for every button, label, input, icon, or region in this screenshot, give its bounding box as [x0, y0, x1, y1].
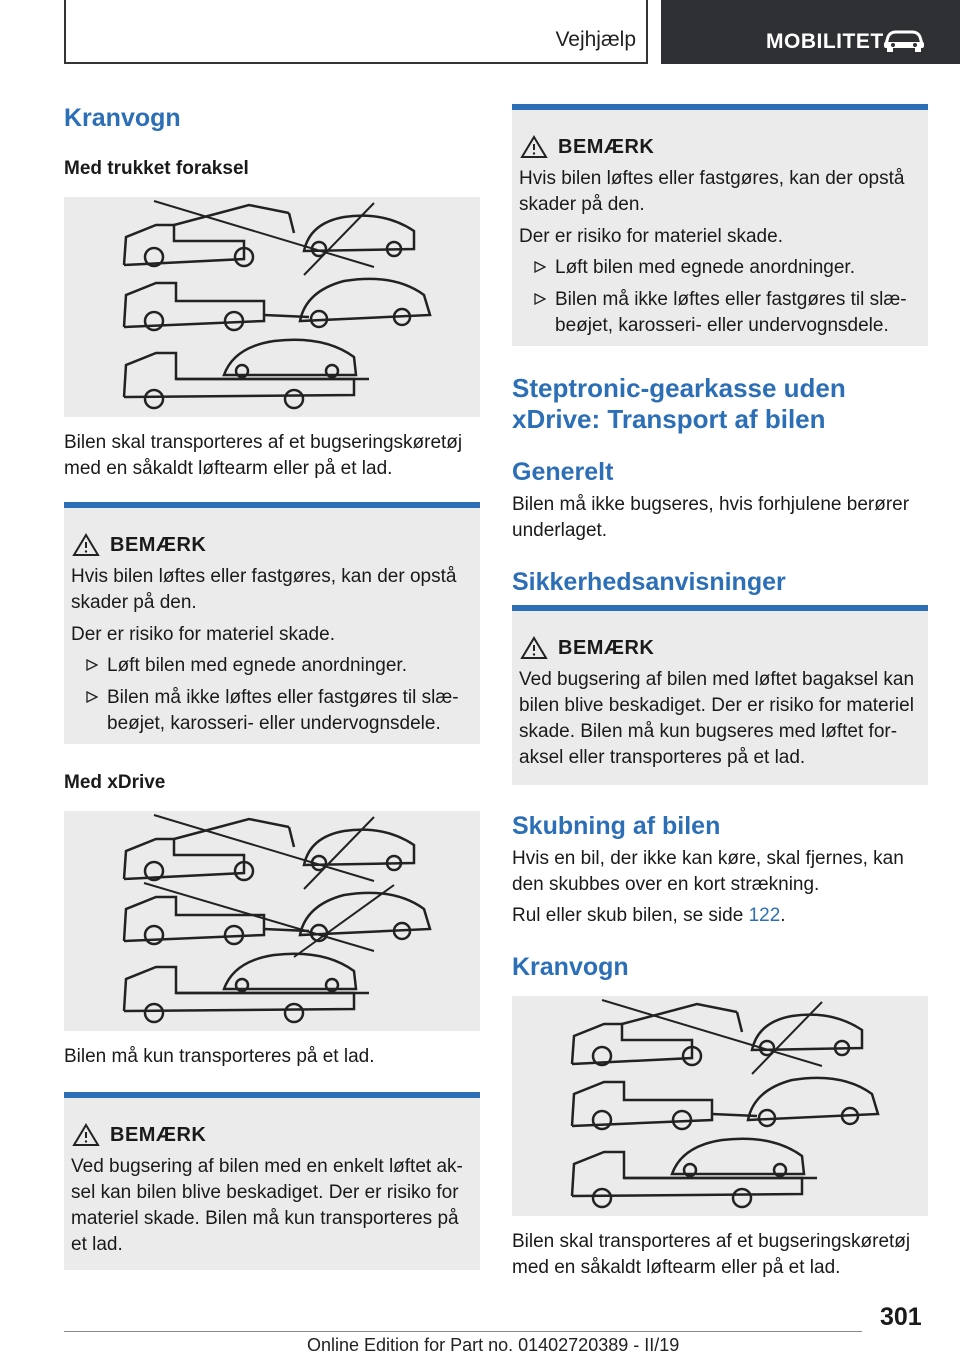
warning-text-risk: Der er risiko for materiel skade.: [519, 226, 783, 247]
right-heading-skubning: Skubning af bilen: [512, 812, 721, 840]
right-warning-box-1: BEMÆRK Hvis bilen løftes eller fastgøres…: [512, 104, 928, 346]
warning-text: Ved bugsering af bilen med en enkelt løf…: [71, 1156, 463, 1255]
tow-illustration: [122, 200, 432, 410]
left-warning-box-1: BEMÆRK Hvis bilen løftes eller fastgøres…: [64, 502, 480, 744]
warning-title: BEMÆRK: [110, 534, 207, 556]
right-text-skubning: Hvis en bil, der ikke kan køre, skal fje…: [512, 848, 904, 895]
right-heading-steptronic: Steptronic-gearkasse uden xDrive: Transp…: [512, 373, 846, 434]
footer-edition: Online Edition for Part no. 01402720389 …: [307, 1335, 680, 1355]
header-divider-right: [646, 0, 648, 64]
left-subheading-xdrive: Med xDrive: [64, 772, 166, 793]
warning-text: Hvis bilen løftes eller fastgøres, kan d…: [519, 168, 905, 215]
warning-text-risk: Der er risiko for materiel skade.: [71, 624, 335, 645]
warning-text: Hvis bilen løftes eller fastgøres, kan d…: [71, 566, 457, 613]
figure-tow-options-3: [512, 996, 928, 1216]
warning-icon: [520, 636, 548, 659]
left-heading-kranvogn: Kranvogn: [64, 104, 181, 132]
left-warning-box-2: BEMÆRK Ved bugsering af bilen med en enk…: [64, 1092, 480, 1270]
page-number: 301: [880, 1303, 922, 1331]
warning-title: BEMÆRK: [558, 136, 655, 158]
warning-title: BEMÆRK: [558, 637, 655, 659]
warning-icon: [520, 135, 548, 158]
right-warning-box-2: BEMÆRK Ved bugsering af bilen med løftet…: [512, 605, 928, 785]
header-rule: [64, 62, 648, 64]
figure-tow-options-2: [64, 811, 480, 1031]
left-caption-1: Bilen skal transporteres af et bugsering…: [64, 432, 463, 479]
header-section-title: Vejhjælp: [555, 28, 636, 51]
left-subheading-foraksel: Med trukket foraksel: [64, 158, 249, 179]
warning-icon: [72, 533, 100, 556]
right-heading-kranvogn: Kranvogn: [512, 953, 629, 981]
header-tab-label: MOBILITET: [766, 30, 884, 53]
bullet-triangle-icon: [86, 659, 98, 671]
bullet-triangle-icon: [534, 293, 546, 305]
bullet-triangle-icon: [86, 691, 98, 703]
warning-text: Ved bugsering af bilen med løftet bagaks…: [519, 669, 915, 768]
right-heading-generelt: Generelt: [512, 458, 614, 486]
right-text-generelt: Bilen må ikke bugseres, hvis forhjulene …: [512, 494, 910, 541]
page-link-122[interactable]: 122: [748, 905, 781, 926]
header-divider-left: [64, 0, 66, 64]
right-text-roll-reference: Rul eller skub bilen, se side 122.: [512, 905, 786, 926]
right-caption: Bilen skal transporteres af et bugsering…: [512, 1231, 911, 1278]
tow-illustration: [570, 999, 880, 1209]
right-heading-sikkerhed: Sikkerhedsanvisninger: [512, 568, 786, 596]
car-icon: [884, 30, 924, 52]
footer-rule: [64, 1331, 862, 1332]
left-caption-2: Bilen må kun transporteres på et lad.: [64, 1046, 375, 1067]
bullet-triangle-icon: [534, 261, 546, 273]
warning-title: BEMÆRK: [110, 1124, 207, 1146]
warning-icon: [72, 1123, 100, 1146]
tow-illustration: [122, 814, 432, 1024]
figure-tow-options-1: [64, 197, 480, 417]
